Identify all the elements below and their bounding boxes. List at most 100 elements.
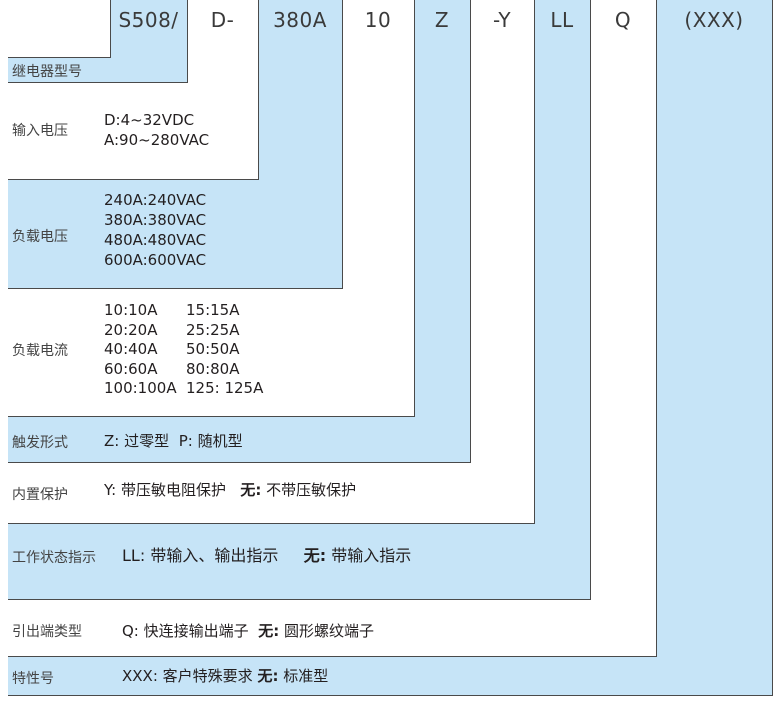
terminal-q-code: Q: bbox=[122, 622, 139, 640]
code-z: Z bbox=[434, 8, 450, 32]
col-bg-380a bbox=[258, 0, 342, 40]
col-bg-xxx bbox=[656, 0, 772, 695]
col-bg-380a-mid bbox=[258, 40, 342, 180]
load-current-values: 10:10A 15:15A 20:20A 25:25A 40:40A 50:50A 6… bbox=[104, 301, 263, 399]
label-load-voltage: 负载电压 bbox=[12, 229, 68, 245]
trigger-values: Z: 过零型 P: 随机型 bbox=[104, 431, 243, 451]
divider bbox=[8, 57, 111, 58]
load-current-cell: 25:25A bbox=[186, 320, 240, 339]
load-current-cell: 125: 125A bbox=[186, 379, 264, 397]
load-current-cell: 10:10A bbox=[104, 301, 158, 319]
status-ll-code: LL: bbox=[122, 546, 146, 565]
col-bg-z-mid bbox=[414, 40, 470, 416]
load-current-cell: 50:50A bbox=[186, 340, 240, 358]
divider bbox=[656, 0, 657, 657]
label-trigger: 触发形式 bbox=[12, 435, 68, 451]
divider bbox=[470, 0, 471, 463]
load-current-cell: 60:60A bbox=[104, 359, 158, 378]
label-protection: 内置保护 bbox=[12, 487, 68, 503]
divider bbox=[342, 0, 343, 289]
code-xxx: (XXX) bbox=[684, 8, 744, 32]
label-relay-model: 继电器型号 bbox=[12, 64, 82, 80]
protection-none-text: 不带压敏保护 bbox=[266, 481, 357, 499]
protection-values: Y: 带压敏电阻保护 无: 不带压敏保护 bbox=[104, 480, 356, 500]
trigger-p-code: P: bbox=[178, 432, 193, 450]
row-bg-load-voltage bbox=[8, 180, 342, 288]
row-bg-relay-model-left bbox=[8, 58, 187, 82]
load-voltage-380: 380A:380VAC bbox=[104, 211, 207, 229]
divider bbox=[8, 82, 188, 83]
load-voltage-600: 600A:600VAC bbox=[104, 251, 207, 269]
input-voltage-values: D:4~32VDC A:90~280VAC bbox=[104, 110, 209, 150]
label-load-current: 负载电流 bbox=[12, 343, 68, 359]
label-status: 工作状态指示 bbox=[12, 550, 96, 566]
feature-none-code: 无: bbox=[257, 667, 279, 685]
load-voltage-240: 240A:240VAC bbox=[104, 191, 207, 209]
code-q: Q bbox=[614, 8, 632, 32]
load-voltage-values: 240A:240VAC 380A:380VAC 480A:480VAC 600A… bbox=[104, 190, 206, 270]
load-current-cell: 20:20A bbox=[104, 320, 158, 339]
code-y: -Y bbox=[492, 8, 512, 32]
terminal-none-code: 无: bbox=[258, 622, 280, 640]
feature-none-text: 标准型 bbox=[283, 667, 329, 685]
feature-x-code: XXX: bbox=[122, 667, 158, 685]
load-current-row: 40:40A 50:50A bbox=[104, 340, 263, 360]
col-bg-s508 bbox=[110, 0, 187, 40]
col-bg-ll bbox=[534, 0, 590, 40]
load-current-row: 60:60A 80:80A bbox=[104, 360, 263, 380]
load-current-row: 10:10A 15:15A bbox=[104, 301, 263, 321]
label-terminal: 引出端类型 bbox=[12, 624, 82, 640]
divider bbox=[534, 0, 535, 524]
divider bbox=[8, 462, 471, 463]
terminal-q-text: 快连接输出端子 bbox=[143, 622, 249, 640]
code-ll: LL bbox=[550, 8, 574, 32]
row-bg-trigger bbox=[8, 416, 470, 462]
divider bbox=[8, 523, 535, 524]
trigger-p-text: 随机型 bbox=[197, 432, 243, 450]
terminal-none-text: 圆形螺纹端子 bbox=[284, 622, 375, 640]
trigger-z-text: 过零型 bbox=[124, 432, 170, 450]
status-none-text: 带输入指示 bbox=[331, 546, 412, 565]
divider bbox=[8, 416, 415, 417]
code-380a: 380A bbox=[273, 8, 327, 32]
row-bg-feature bbox=[8, 656, 772, 695]
code-s508: S508/ bbox=[118, 8, 179, 32]
load-current-cell: 100:100A bbox=[104, 379, 177, 397]
protection-none-code: 无: bbox=[240, 481, 262, 499]
divider bbox=[8, 656, 657, 657]
divider bbox=[8, 599, 591, 600]
feature-x-text: 客户特殊要求 bbox=[162, 667, 253, 685]
divider bbox=[258, 0, 259, 180]
label-input-voltage: 输入电压 bbox=[12, 123, 68, 139]
divider bbox=[187, 0, 188, 83]
input-voltage-d: D:4~32VDC bbox=[104, 111, 195, 129]
row-bg-status bbox=[8, 523, 590, 599]
load-current-row: 20:20A 25:25A bbox=[104, 321, 263, 341]
input-voltage-a: A:90~280VAC bbox=[104, 131, 210, 149]
col-bg-z bbox=[414, 0, 470, 40]
feature-values: XXX: 客户特殊要求 无: 标准型 bbox=[122, 666, 328, 686]
label-feature: 特性号 bbox=[12, 671, 54, 687]
load-current-cell: 80:80A bbox=[186, 359, 240, 378]
divider bbox=[590, 0, 591, 600]
col-bg-ll-mid bbox=[534, 40, 590, 523]
divider bbox=[8, 179, 259, 180]
terminal-values: Q: 快连接输出端子 无: 圆形螺纹端子 bbox=[122, 621, 374, 641]
load-current-row: 100:100A 125: 125A bbox=[104, 379, 263, 399]
code-d: D- bbox=[210, 8, 235, 32]
code-10: 10 bbox=[364, 8, 392, 32]
trigger-z-code: Z: bbox=[104, 432, 120, 450]
protection-y-text: 带压敏电阻保护 bbox=[121, 481, 227, 499]
divider bbox=[414, 0, 415, 417]
status-none-code: 无: bbox=[303, 546, 327, 565]
divider bbox=[110, 0, 111, 58]
load-current-cell: 40:40A bbox=[104, 340, 158, 358]
load-current-cell: 15:15A bbox=[186, 301, 240, 319]
divider bbox=[8, 695, 773, 696]
status-ll-text: 带输入、输出指示 bbox=[150, 546, 279, 565]
status-values: LL: 带输入、输出指示 无: 带输入指示 bbox=[122, 546, 411, 566]
divider bbox=[8, 288, 343, 289]
protection-y-code: Y: bbox=[104, 481, 117, 499]
divider bbox=[772, 0, 773, 696]
load-voltage-480: 480A:480VAC bbox=[104, 231, 207, 249]
